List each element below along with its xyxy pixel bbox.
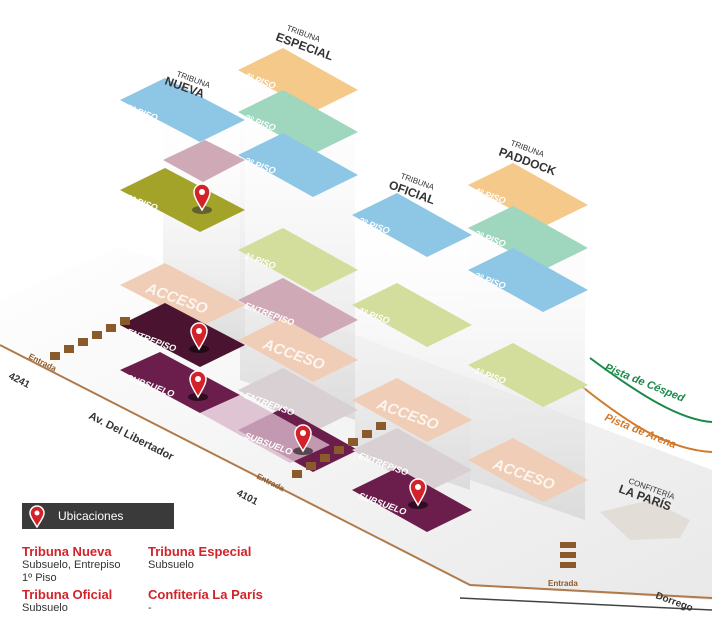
street-edge xyxy=(0,344,712,599)
legend-item-oficial: Tribuna Oficial Subsuelo xyxy=(22,587,112,615)
paddock-piso3[interactable] xyxy=(468,206,588,270)
legend-item-desc: Subsuelo xyxy=(148,559,194,571)
legend-item-desc-2: 1º Piso xyxy=(22,572,57,584)
legend-item-nueva: Tribuna Nueva Subsuelo, Entrepiso 1º Pis… xyxy=(22,544,120,585)
paddock-acceso[interactable] xyxy=(468,438,588,502)
especial-piso2[interactable] xyxy=(238,133,358,197)
pin-nueva-subsuelo[interactable] xyxy=(188,370,208,401)
entrance-dorrego: Entrada xyxy=(548,579,578,588)
especial-piso3[interactable] xyxy=(238,90,358,154)
pin-oficial-subsuelo[interactable] xyxy=(408,478,428,509)
pin-nueva-entrepiso[interactable] xyxy=(189,322,209,353)
paddock-piso2[interactable] xyxy=(468,248,588,312)
paddock-piso4[interactable] xyxy=(468,163,588,227)
legend-item-desc: Subsuelo xyxy=(22,602,68,614)
legend-item-name: Tribuna Oficial xyxy=(22,587,113,602)
confiteria-building xyxy=(600,500,690,540)
legend-item-desc: - xyxy=(148,602,152,614)
paddock-piso1[interactable] xyxy=(468,343,588,407)
especial-entrepiso[interactable] xyxy=(238,368,358,432)
nueva-acceso[interactable] xyxy=(120,263,245,327)
especial-entrepiso-upper[interactable] xyxy=(238,278,358,342)
legend-header: Ubicaciones xyxy=(22,503,174,529)
pin-nueva-piso1[interactable] xyxy=(192,183,212,214)
street-number-4101: 4101 xyxy=(235,488,260,508)
oficial-subsuelo[interactable] xyxy=(352,468,472,532)
oficial-acceso[interactable] xyxy=(352,378,472,442)
pin-especial-subsuelo[interactable] xyxy=(293,424,313,455)
location-pin-icon xyxy=(29,505,45,529)
dorrego-edge xyxy=(459,597,712,611)
entry-steps-dorrego xyxy=(560,542,576,568)
legend-item-name: Tribuna Especial xyxy=(148,544,252,559)
nueva-entrepiso[interactable] xyxy=(120,303,245,367)
nueva-piso1[interactable] xyxy=(120,168,245,232)
nueva-mezz[interactable] xyxy=(163,140,245,182)
nueva-subsuelo[interactable] xyxy=(120,352,240,413)
legend-item-name: Confitería La París xyxy=(148,587,263,602)
legend-item-confiteria: Confitería La París - xyxy=(148,587,263,615)
track-turf-label: Pista de Césped xyxy=(603,362,687,405)
oficial-piso1[interactable] xyxy=(352,283,472,347)
legend-title: Ubicaciones xyxy=(58,509,124,523)
turf-track-line xyxy=(589,357,712,423)
nueva-piso2[interactable] xyxy=(120,78,245,142)
legend-item-especial: Tribuna Especial Subsuelo xyxy=(148,544,251,572)
oficial-entrepiso[interactable] xyxy=(352,428,472,492)
entry-steps-4101 xyxy=(292,422,386,478)
street-number-4241: 4241 xyxy=(7,371,32,391)
legend-item-desc: Subsuelo, Entrepiso xyxy=(22,559,121,571)
walkway xyxy=(200,395,330,463)
legend-item-name: Tribuna Nueva xyxy=(22,544,112,559)
especial-piso4[interactable] xyxy=(238,48,358,112)
especial-piso1[interactable] xyxy=(238,228,358,292)
oficial-piso2[interactable] xyxy=(352,193,472,257)
especial-acceso[interactable] xyxy=(238,318,358,382)
dirt-track-line xyxy=(579,384,712,453)
entry-steps-4241 xyxy=(50,317,130,360)
